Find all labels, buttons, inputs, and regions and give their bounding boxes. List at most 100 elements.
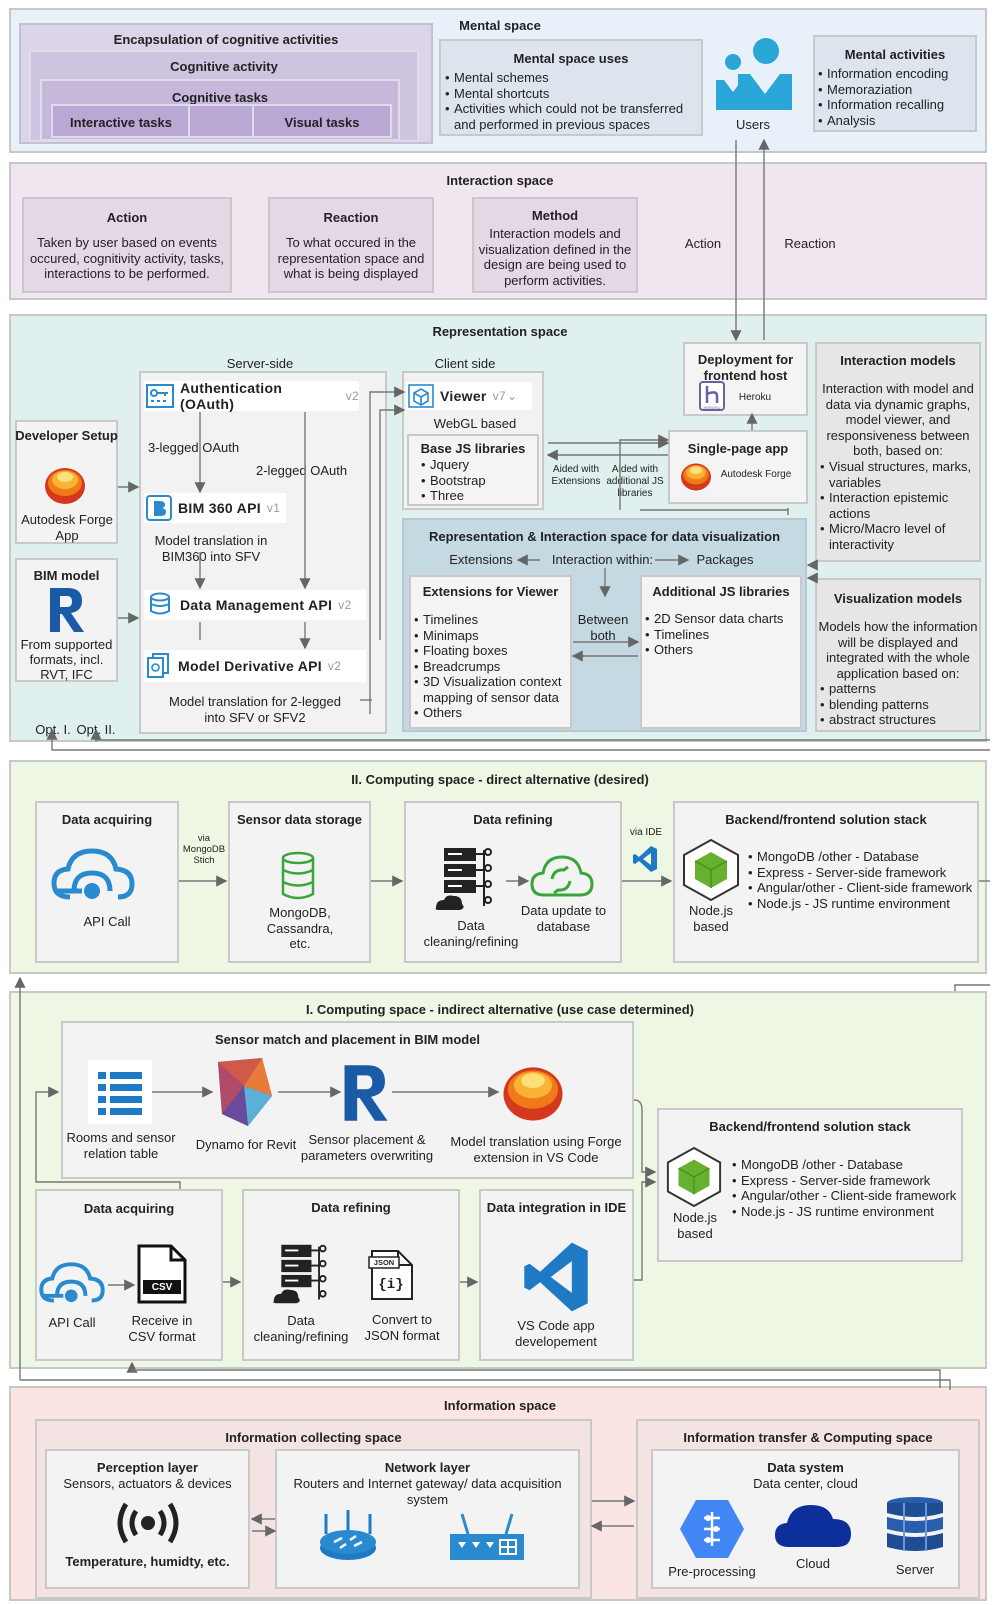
ri-extensions-label: Extensions [449,552,513,567]
key-icon [146,384,174,408]
c2-storage-box [228,801,371,963]
reaction-text: To what occured in the representation sp… [277,235,425,281]
api-cloud-small-icon [39,1262,105,1303]
cloud-icon [775,1505,851,1547]
svg-text:HEROKU: HEROKU [703,405,720,410]
interactive-tasks-box [51,104,191,138]
server-cleaning-icon [435,848,492,910]
c1-refining-cap1: Data cleaning/refining [253,1313,349,1344]
list-item: Activities which could not be transferre… [445,101,700,132]
c2-stack-title: Backend/frontend solution stack [725,812,927,827]
ri-between-label: Between both [577,612,629,643]
csv-file-icon: CSV [137,1244,187,1304]
middle-tasks-box [188,104,256,138]
dev-setup-title: Developer Setup [15,428,118,443]
autodesk-forge-small-icon [681,463,711,491]
heroku-icon: HEROKU [699,381,725,411]
list-item: Jquery [421,457,536,473]
vscode-icon [524,1242,588,1312]
list-item: Three [421,488,536,504]
method-text: Interaction models and visualization def… [478,226,632,288]
model-deriv-name: Model Derivative API [178,658,322,674]
spa-title: Single-page app [687,441,789,456]
mental-uses-list: Mental schemes Mental shortcuts Activiti… [445,70,700,132]
mental-uses-title: Mental space uses [513,51,629,66]
network-title: Network layer [384,1460,471,1475]
aided-ext-label: Aided with Extensions [551,464,601,487]
method-box [472,197,638,293]
opt2-label: Opt. II. [76,722,116,737]
two-legged-label: 2-legged OAuth [256,463,348,478]
visual-tasks-box [252,104,392,138]
encapsulation-title: Encapsulation of cognitive activities [113,32,339,47]
c1-api-label: API Call [48,1315,96,1330]
c2-acquiring-title: Data acquiring [61,812,153,827]
database-cloud-icon [150,592,170,615]
vscode-small-icon [633,846,657,872]
transfer-title: Information transfer & Computing space [683,1430,933,1445]
ext-viewer-title: Extensions for Viewer [422,584,559,599]
viz-models-text: Models how the information will be displ… [818,619,978,681]
bim360-name: BIM 360 API [178,500,261,516]
dev-setup-caption: Autodesk Forge App [21,512,113,543]
model-deriv-ver: v2 [327,659,342,673]
list-item: Express - Server-side framework [732,1173,964,1189]
viewer-ver: v7 [492,389,506,403]
bim-model-caption: From supported formats, incl. RVT, IFC [20,637,113,682]
c1-stack-list: MongoDB /other - Database Express - Serv… [732,1157,964,1219]
client-side-label: Client side [434,356,496,371]
interactive-tasks: Interactive tasks [70,115,172,130]
cognitive-activity-title: Cognitive activity [170,59,278,74]
c2-acquiring-caption: API Call [83,914,131,929]
server-side-label: Server-side [226,356,294,371]
forge-extension-icon [503,1067,563,1121]
list-item: MongoDB /other - Database [748,849,980,865]
list-item: Node.js - JS runtime environment [748,896,980,912]
list-item: blending patterns [820,697,980,713]
representation-space-title: Representation space [432,324,568,339]
c1-refining-title: Data refining [311,1200,391,1215]
list-item: Information encoding [818,66,976,82]
oauth-name: Authentication (OAuth) [180,380,283,412]
opt1-label: Opt. I. [35,722,71,737]
server-cleaning-small-icon [273,1244,327,1304]
translation-label: Model translation using Forge extension … [450,1134,622,1165]
perception-title: Perception layer [96,1460,199,1475]
c1-integration-title: Data integration in IDE [486,1200,627,1215]
bim360-icon [146,495,172,521]
server-label: Server [895,1562,935,1577]
interaction-models-title: Interaction models [840,353,956,368]
webgl-label: WebGL based [433,416,517,431]
gateway-icon [450,1513,524,1560]
model-deriv-note: Model translation for 2-legged into SFV … [169,694,341,725]
data-mgmt-name: Data Management API [180,597,333,613]
mental-space-title: Mental space [459,18,541,33]
chevron-down-icon: ⌄ [506,389,518,403]
svg-text:{i}: {i} [378,1277,403,1293]
list-item: Minimaps [414,628,572,644]
list-item: patterns [820,681,980,697]
users-icon [716,38,792,110]
list-item: Mental shortcuts [445,86,700,102]
server-stack-icon [887,1497,943,1551]
base-js-list: Jquery Bootstrap Three [421,457,536,504]
list-item: Others [414,705,572,721]
document-copy-icon [147,653,169,678]
collecting-title: Information collecting space [225,1430,402,1445]
list-item: Mental schemes [445,70,700,86]
oauth-chip: Authentication (OAuth)v2 [144,380,359,412]
c1-refining-box [242,1189,460,1361]
aided-js-label: Aided with additional JS libraries [606,464,664,499]
revit-icon [50,588,84,632]
reaction-title: Reaction [323,210,379,225]
c2-refining-box [404,801,622,963]
bim-model-title: BIM model [33,568,100,583]
c1-stack-title: Backend/frontend solution stack [709,1119,911,1134]
nodejs-icon [683,838,739,902]
api-cloud-icon [51,848,135,900]
json-tag: JSON [373,1258,395,1267]
revit-small-icon [344,1065,388,1121]
